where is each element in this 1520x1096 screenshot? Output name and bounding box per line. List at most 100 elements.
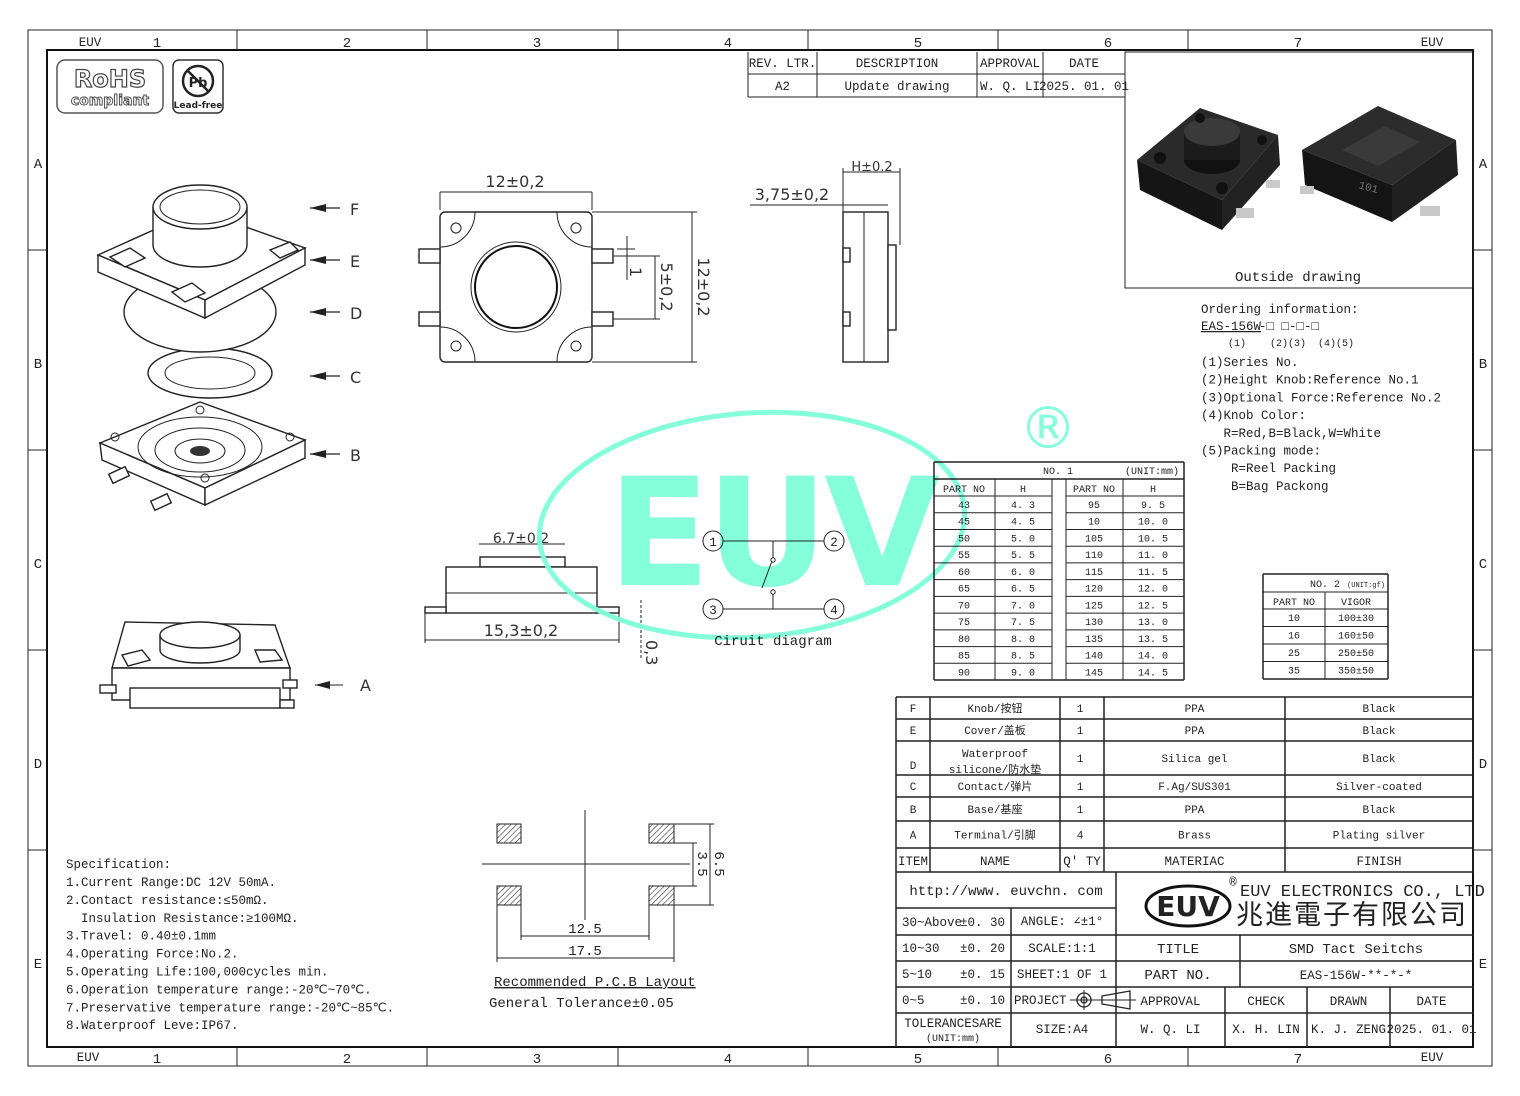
table-header: PART NO <box>1273 598 1315 609</box>
assembled-label: A <box>360 676 371 695</box>
circuit-diagram: 1 2 3 4 Ciruit diagram <box>702 530 845 650</box>
bom-name: silicone/防水垫 <box>949 762 1041 777</box>
contact-part <box>147 347 273 399</box>
zone-row-label: E <box>34 957 42 973</box>
zone-corner-label: EUV <box>77 1051 100 1065</box>
signoff-header: APPROVAL <box>1140 995 1200 1009</box>
revision-cell: 2025. 01. 01 <box>1039 80 1129 94</box>
bom-qty: 1 <box>1077 805 1084 817</box>
bom-qty: 4 <box>1077 831 1084 843</box>
bom-name: Knob/按钮 <box>967 701 1022 716</box>
zone-column-label: 5 <box>914 1052 922 1068</box>
signoff-header: CHECK <box>1247 995 1285 1009</box>
pin-2-label: 2 <box>830 536 838 550</box>
height-cell: 10. 5 <box>1138 534 1168 545</box>
zone-column-label: 3 <box>533 36 541 52</box>
zone-column-label: 2 <box>343 36 351 52</box>
bom-finish: Black <box>1362 726 1395 738</box>
height-cell: 14. 5 <box>1138 668 1168 679</box>
title-label: TITLE <box>1157 942 1199 958</box>
part-no-cell: 55 <box>958 551 970 562</box>
part-no-cell: 115 <box>1085 568 1103 579</box>
scale: SCALE:1:1 <box>1028 942 1096 956</box>
table-no2-unit: (UNIT:gf) <box>1347 582 1385 590</box>
knob-part <box>152 184 248 268</box>
rohs-text: RoHS <box>74 65 146 93</box>
revision-header: DATE <box>1069 57 1099 71</box>
bom-qty: 1 <box>1077 754 1084 766</box>
part-callout-label: C <box>350 368 361 387</box>
third-angle-projection-icon <box>1070 990 1136 1010</box>
height-cell: 7. 5 <box>1011 618 1035 629</box>
table-no1-unit: (UNIT:mm) <box>1125 466 1179 478</box>
force-cell: 160±50 <box>1338 632 1374 643</box>
table-header: H <box>1020 485 1026 496</box>
part-no-label: PART NO. <box>1144 968 1211 984</box>
pcb-dim-pitch: 3.5 <box>693 851 709 876</box>
bom-material: PPA <box>1185 704 1205 716</box>
pcb-pad <box>648 885 675 906</box>
specification-line: 6.Operation temperature range:-20℃~70℃. <box>66 983 372 997</box>
switch-marking: 101 <box>1357 180 1380 197</box>
part-no-cell: 110 <box>1085 551 1103 562</box>
tolerance-range: 5~10 <box>902 968 932 982</box>
part-callout-label: D <box>350 304 362 323</box>
zone-corner-label: EUV <box>1421 36 1444 50</box>
pb-text: Pb <box>189 76 208 91</box>
revision-cell: Update drawing <box>844 80 949 94</box>
specification-line: 8.Waterproof Leve:IP67. <box>66 1019 239 1033</box>
part-no-cell: 95 <box>1088 501 1100 512</box>
part-no-cell: 43 <box>958 501 970 512</box>
dim-total-width: 15,3±0,2 <box>484 621 558 640</box>
zone-row-label: B <box>34 357 42 373</box>
height-cell: 5. 5 <box>1011 551 1035 562</box>
part-no-cell: 80 <box>958 635 970 646</box>
part-callout-label: B <box>350 446 361 465</box>
projection-label: PROJECT <box>1014 994 1067 1008</box>
arrow-icon <box>310 308 326 316</box>
dim-terminal-width: 1 <box>626 267 645 277</box>
outside-drawing-caption: Outside drawing <box>1235 270 1361 286</box>
bom-name: Waterproof <box>962 749 1028 761</box>
height-cell: 10. 0 <box>1138 518 1168 529</box>
dim-top-width: 12±0,2 <box>485 172 544 191</box>
circuit-caption: Ciruit diagram <box>714 634 832 650</box>
height-cell: 6. 5 <box>1011 585 1035 596</box>
dim-side-height: H±0.2 <box>851 160 892 175</box>
height-cell: 4. 3 <box>1011 501 1035 512</box>
zone-column-label: 2 <box>343 1052 351 1068</box>
part-no-cell: 105 <box>1085 534 1103 545</box>
revision-header: APPROVAL <box>980 57 1040 71</box>
arrow-icon <box>310 372 326 380</box>
specification-line: 2.Contact resistance:≤50mΩ. <box>66 894 269 908</box>
pcb-dim-span: 6.5 <box>710 851 726 876</box>
ordering-line: (1)Series No. <box>1201 356 1299 370</box>
zone-column-label: 6 <box>1104 36 1112 52</box>
lead-free-text: Lead-free <box>174 101 223 111</box>
specification-line: 1.Current Range:DC 12V 50mA. <box>66 876 276 890</box>
revision-cell: A2 <box>775 80 790 94</box>
top-view: 12±0,2 12±0,2 5±0,2 1 <box>418 172 713 363</box>
height-cell: 9. 5 <box>1141 501 1165 512</box>
zone-row-label: E <box>1479 957 1487 973</box>
watermark-text: EUV <box>608 447 940 621</box>
specification-title: Specification: <box>66 858 171 872</box>
signoff-value: 2025. 01. 01 <box>1386 1023 1476 1037</box>
tolerance-value: ±0. 20 <box>960 942 1005 956</box>
part-no-cell: 10 <box>1088 518 1100 529</box>
specification: Specification: 1.Current Range:DC 12V 50… <box>66 858 394 1033</box>
ordering-line: (5)Packing mode: <box>1201 445 1321 459</box>
bom-name: Terminal/引脚 <box>954 828 1035 843</box>
bom-header: Q' TY <box>1063 855 1101 869</box>
side-view: 3,75±0,2 H±0.2 <box>750 160 901 363</box>
ordering-title: Ordering information: <box>1201 303 1359 317</box>
signoff-value: W. Q. LI <box>1140 1023 1200 1037</box>
tolerance-value: ±0. 30 <box>960 916 1005 930</box>
bom-finish: Black <box>1362 704 1395 716</box>
part-no-cell: 90 <box>958 668 970 679</box>
ordering-code-boxes: -□ □-□-□ <box>1259 320 1320 334</box>
ordering-line: B=Bag Packong <box>1201 480 1329 494</box>
